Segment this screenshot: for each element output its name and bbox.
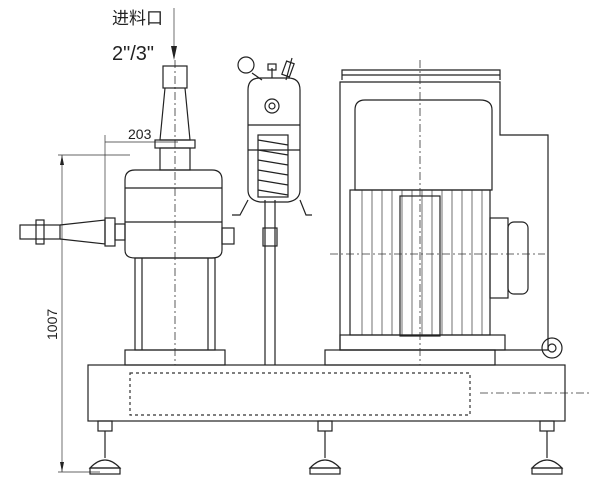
inlet-arrow: [171, 8, 177, 60]
height-dimension-value: 1007: [44, 309, 60, 340]
base-frame: [87, 364, 590, 422]
offset-dimension: 203: [104, 126, 178, 225]
inlet-pipe: [154, 65, 196, 171]
offset-dimension-value: 203: [128, 126, 152, 142]
cooling-tank: [232, 56, 312, 365]
pump-housing: [124, 169, 235, 259]
motor: [324, 60, 563, 366]
inlet-size: 2"/3": [112, 43, 154, 65]
pump-column: [124, 60, 226, 366]
inlet-label: 进料口: [112, 9, 163, 28]
height-dimension: 1007: [44, 154, 130, 473]
outlet-pipe: [19, 217, 126, 247]
leveling-feet: [88, 420, 564, 475]
